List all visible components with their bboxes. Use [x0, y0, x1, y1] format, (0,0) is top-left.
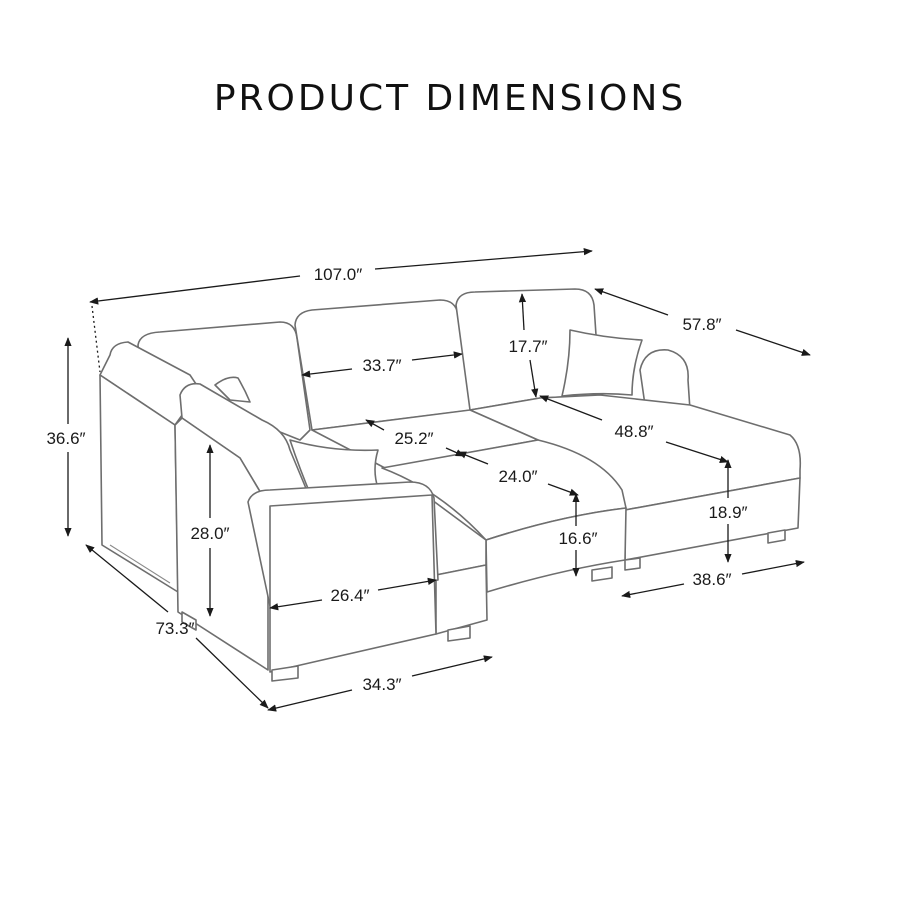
right-back-cushion: [455, 288, 601, 411]
dim-line-back-cushion: [301, 368, 353, 378]
label-back-height: 17.7″: [508, 337, 547, 356]
label-seat-depth: 25.2″: [394, 429, 433, 448]
label-overall-width: 107.0″: [314, 265, 363, 284]
dim-line-chaise-length: [539, 395, 603, 421]
dim-line-chaise-width-b: [741, 559, 805, 575]
label-chaise-length: 48.8″: [614, 422, 653, 441]
dim-line-corner-width: [267, 689, 353, 712]
dim-line-overall-depth-b: [195, 637, 269, 709]
dim-line-seat-width: [457, 451, 489, 465]
dim-line-overall-width: [89, 275, 301, 305]
dim-ext-overall-width: [91, 305, 101, 373]
label-back-cushion-width: 33.7″: [362, 356, 401, 375]
label-overall-depth: 73.3″: [155, 619, 194, 638]
dim-line-chaise-depth: [594, 288, 669, 316]
corner-seat-lower: [435, 564, 488, 635]
left-seam: [109, 544, 171, 584]
label-overall-height: 36.6″: [46, 429, 85, 448]
dim-line-seat-depth: [365, 419, 385, 431]
chaise-pillow: [561, 329, 643, 397]
dim-line-corner-width-b: [411, 655, 493, 677]
chaise-arm: [639, 349, 691, 411]
dim-line-arm-depth: [269, 599, 323, 611]
front-arm-leg: [271, 665, 299, 682]
label-chaise-depth: 57.8″: [682, 315, 721, 334]
ottoman-leg: [591, 566, 613, 582]
dim-line-back-height: [518, 293, 527, 331]
left-leg: [181, 611, 197, 631]
corner-leg: [447, 625, 471, 642]
label-seat-height: 18.9″: [708, 503, 747, 522]
dimension-lines: [64, 248, 811, 712]
sofa-illustration: [99, 288, 802, 682]
dim-line-chaise-length-b: [665, 441, 729, 463]
dim-line-chaise-width: [621, 583, 685, 599]
ottoman-base: [485, 507, 627, 593]
label-ottoman-height: 16.6″: [558, 529, 597, 548]
dim-line-back-cushion-b: [411, 351, 463, 361]
label-chaise-width: 38.6″: [692, 570, 731, 589]
left-seat-pillow: [289, 439, 379, 499]
chaise-leg: [767, 529, 786, 544]
dim-line-chaise-depth-b: [735, 329, 811, 356]
dim-line-back-height-b: [529, 359, 539, 398]
dim-line-overall-depth: [85, 544, 169, 613]
dim-line-overall-width-b: [374, 248, 593, 270]
page-title: PRODUCT DIMENSIONS: [213, 78, 687, 119]
label-arm-height: 28.0″: [190, 524, 229, 543]
left-pillow: [214, 376, 251, 403]
label-seat-width: 24.0″: [498, 467, 537, 486]
label-corner-width: 34.3″: [362, 675, 401, 694]
front-arm-face: [269, 494, 437, 673]
left-seat-back: [179, 382, 311, 506]
dimension-labels: 107.0″ 57.8″ 36.6″ 73.3″ 28.0″ 26.4″ 34.…: [46, 265, 747, 694]
label-arm-depth: 26.4″: [330, 586, 369, 605]
chaise-leg-2: [624, 557, 641, 571]
dim-line-arm-depth-b: [377, 577, 437, 591]
